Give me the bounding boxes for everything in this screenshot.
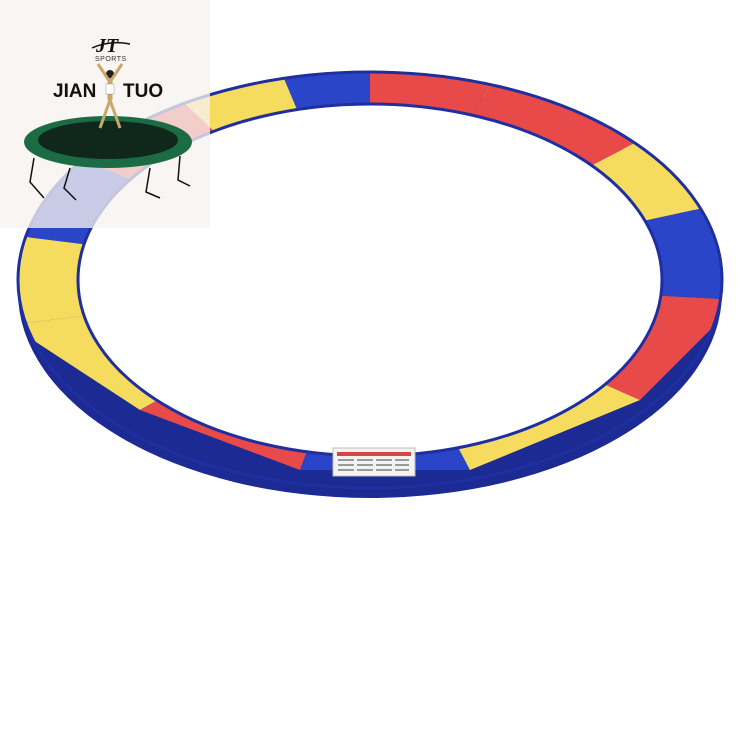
brand-logo-panel: JT SPORTS JIAN TUO xyxy=(0,0,210,228)
pad-center-opening xyxy=(78,104,662,456)
brand-name-right: TUO xyxy=(123,81,164,102)
monogram-swoosh xyxy=(91,41,131,49)
jumping-person-icon xyxy=(96,63,124,129)
trampoline-legs-icon xyxy=(29,155,191,201)
brand-logo: JT xyxy=(24,35,192,201)
brand-monogram: JT xyxy=(95,35,119,57)
brand-name-left: JIAN xyxy=(53,81,97,102)
warning-label-lines xyxy=(338,459,409,471)
pad-outer-edge xyxy=(16,70,724,490)
trampoline-mat-icon xyxy=(38,121,178,159)
brand-tagline: SPORTS xyxy=(95,56,127,63)
warning-label-header xyxy=(337,452,411,456)
